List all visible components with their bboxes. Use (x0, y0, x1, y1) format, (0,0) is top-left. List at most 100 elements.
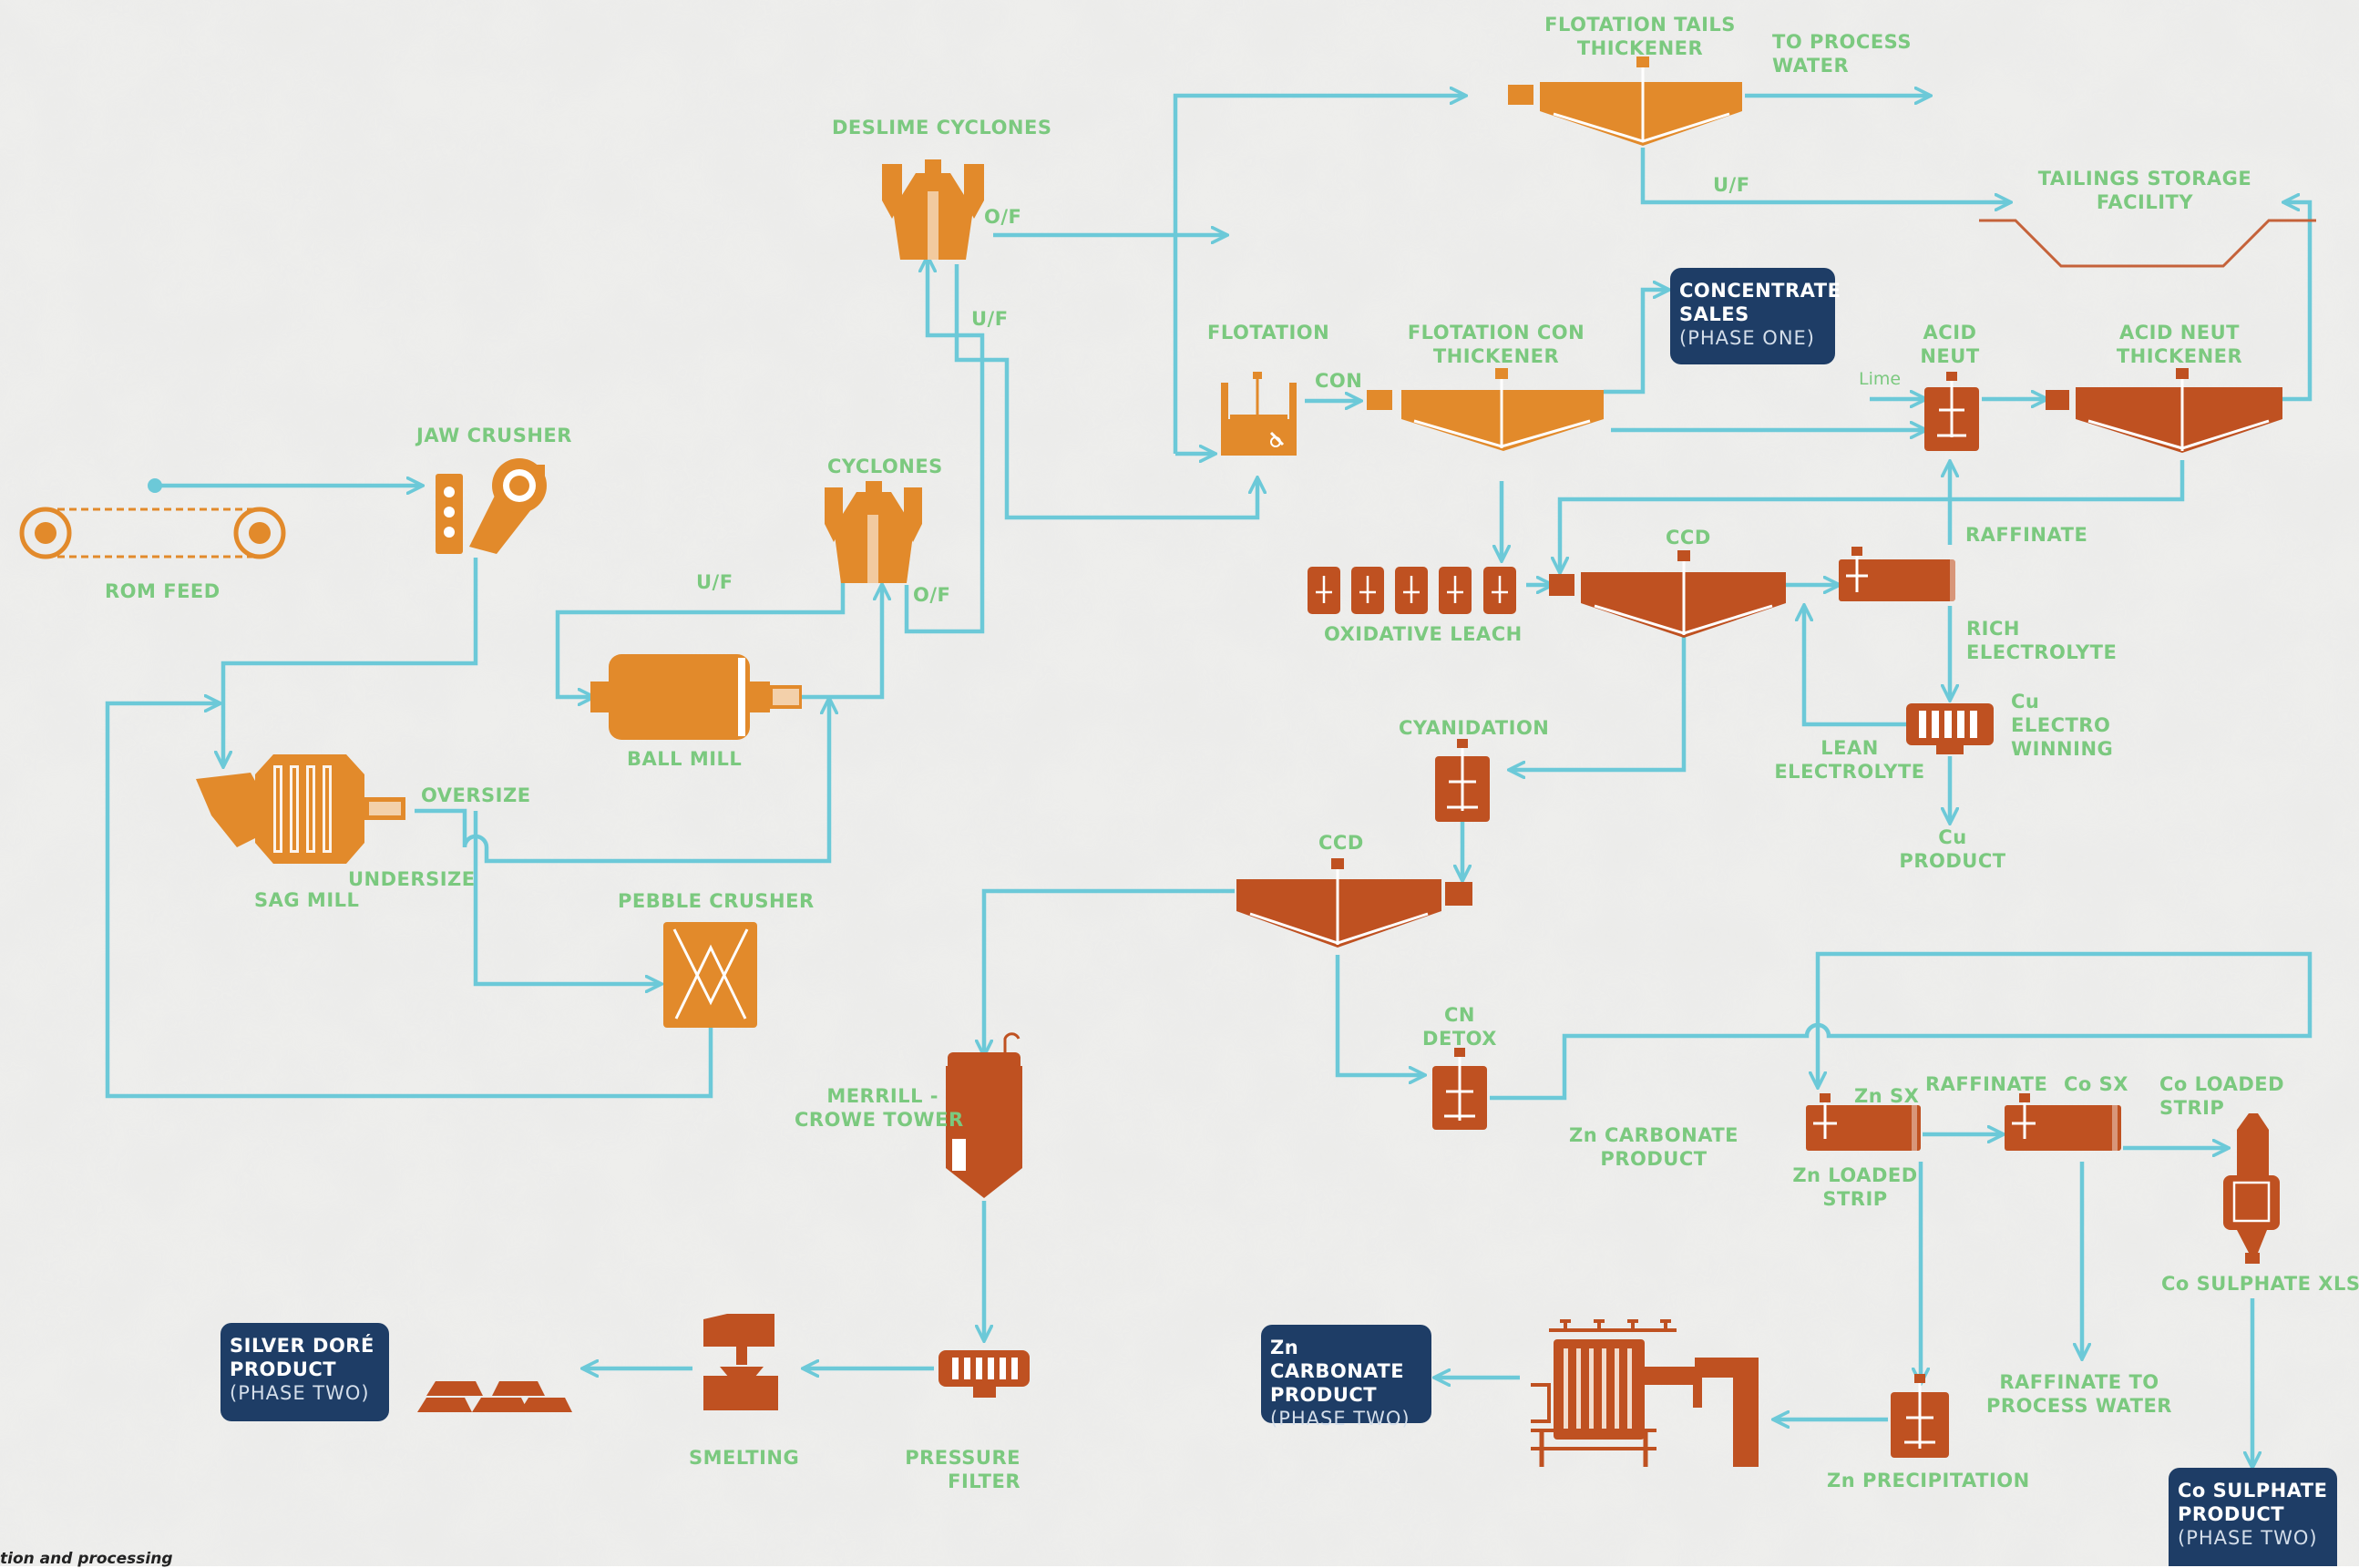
label-rom-feed: ROM FEED (105, 580, 221, 602)
label-flotation: FLOTATION (1207, 322, 1330, 343)
label-ball-mill: BALL MILL (627, 748, 743, 770)
product-title: SALES (1679, 303, 1749, 325)
flotation-tails-thickener (1508, 56, 1742, 146)
product-title: SILVER DORÉ (230, 1335, 374, 1357)
label-cyanidation: CYANIDATION (1399, 717, 1550, 739)
label-zn-sx: Zn SX (1854, 1085, 1920, 1107)
cu-sx-unit (1839, 547, 1955, 601)
product-title: Co SULPHATE (2178, 1480, 2328, 1501)
label-jaw-crusher: JAW CRUSHER (416, 425, 572, 446)
flow-cyclones-uf-to-ballmill (555, 565, 846, 697)
label-lime: Lime (1859, 369, 1902, 389)
label-deslime-uf: U/F (971, 308, 1009, 330)
label-deslime-of: O/F (984, 206, 1022, 228)
label-ccd-top: CCD (1666, 527, 1711, 548)
label-zn-precipitation: Zn PRECIPITATION (1827, 1470, 2030, 1491)
pebble-crusher (663, 922, 757, 1028)
oxidative-leach-tanks (1308, 567, 1516, 614)
label-co-sulphate-xls: Co SULPHATE XLS (2161, 1273, 2359, 1295)
pressure-filter (938, 1350, 1030, 1398)
label-oxidative-leach: OXIDATIVE LEACH (1324, 623, 1523, 645)
label-cyclones-of: O/F (913, 584, 951, 606)
product-title: PRODUCT (230, 1358, 337, 1380)
flow-jaw-to-sag (223, 558, 478, 764)
product-phase: (PHASE TWO) (2178, 1527, 2318, 1549)
co-sx-unit (2005, 1093, 2121, 1151)
flow-detox-out (1490, 951, 2313, 1101)
cyanidation-tank (1435, 739, 1490, 822)
product-box-silver-dore: SILVER DORÉ PRODUCT (PHASE TWO) (221, 1323, 389, 1421)
cyclones (825, 481, 922, 583)
flow-thickener-uf-to-ccd (1560, 460, 2185, 569)
product-title: Zn CARBONATE (1270, 1337, 1405, 1382)
flotation-cell (1221, 372, 1297, 456)
label-con: CON (1315, 370, 1363, 392)
flow-sag-undersize (473, 811, 658, 984)
flow-ballmill-to-cyclones (802, 588, 882, 700)
label-raffinate-sx: RAFFINATE (1925, 1073, 2048, 1095)
label-sag-mill: SAG MILL (254, 889, 360, 911)
rom-conveyor (19, 478, 286, 559)
flow-to-tails-thickener (1173, 96, 1462, 454)
product-phase: (PHASE TWO) (230, 1382, 370, 1404)
label-pebble-crusher: PEBBLE CRUSHER (618, 890, 815, 912)
label-cyclones: CYCLONES (827, 456, 943, 477)
flow-lines (105, 96, 2313, 1464)
tailings-storage-facility (1979, 219, 2316, 268)
label-merrill-crowe-tower: MERRILL -CROWE TOWER (795, 1085, 964, 1131)
sag-mill (196, 754, 405, 864)
acid-neut-tank (1924, 372, 1979, 451)
silver-dore-bars (417, 1381, 572, 1412)
ccd-top-thickener (1549, 550, 1786, 638)
figure-caption-fragment: tion and processing (0, 1550, 173, 1568)
cn-detox-tank (1432, 1048, 1487, 1130)
deslime-cyclones (882, 159, 984, 260)
label-smelting: SMELTING (689, 1447, 800, 1469)
label-oversize: OVERSIZE (421, 784, 531, 806)
flow-ccd-to-cyanidation (1513, 636, 1687, 770)
label-tails-uf: U/F (1713, 174, 1750, 196)
product-title: CONCENTRATE (1679, 280, 1841, 302)
co-crystallizer (2223, 1113, 2280, 1264)
label-co-sx: Co SX (2064, 1073, 2128, 1095)
smelting-furnace (703, 1314, 778, 1410)
flow-thickener-to-tsf (2282, 202, 2313, 402)
cu-electrowinning-cell (1906, 703, 1994, 754)
merrill-crowe-tower (946, 1032, 1022, 1198)
label-cyclones-uf: U/F (696, 571, 733, 593)
flotation-con-thickener (1367, 368, 1604, 451)
product-box-co-sulphate: Co SULPHATE PRODUCT (PHASE TWO) (2169, 1468, 2337, 1566)
zn-filter-press (1531, 1319, 1759, 1467)
label-ccd-bottom: CCD (1318, 832, 1364, 854)
product-title: PRODUCT (2178, 1503, 2285, 1525)
label-undersize: UNDERSIZE (348, 868, 476, 890)
flow-con-to-sales (1604, 290, 1666, 395)
product-title: PRODUCT (1270, 1384, 1378, 1406)
zn-precipitation-tank (1891, 1374, 1949, 1458)
label-deslime-cyclones: DESLIME CYCLONES (832, 117, 1052, 138)
flow-lean-electrolyte (1804, 609, 1906, 727)
flow-deslime-uf (954, 264, 1257, 520)
product-box-concentrate-sales: CONCENTRATE SALES (PHASE ONE) (1670, 268, 1841, 364)
ball-mill (590, 654, 802, 740)
acid-neut-thickener (2046, 368, 2282, 453)
label-raffinate: RAFFINATE (1965, 524, 2088, 546)
product-phase: (PHASE TWO) (1270, 1408, 1410, 1430)
ccd-bottom-thickener (1236, 858, 1472, 948)
